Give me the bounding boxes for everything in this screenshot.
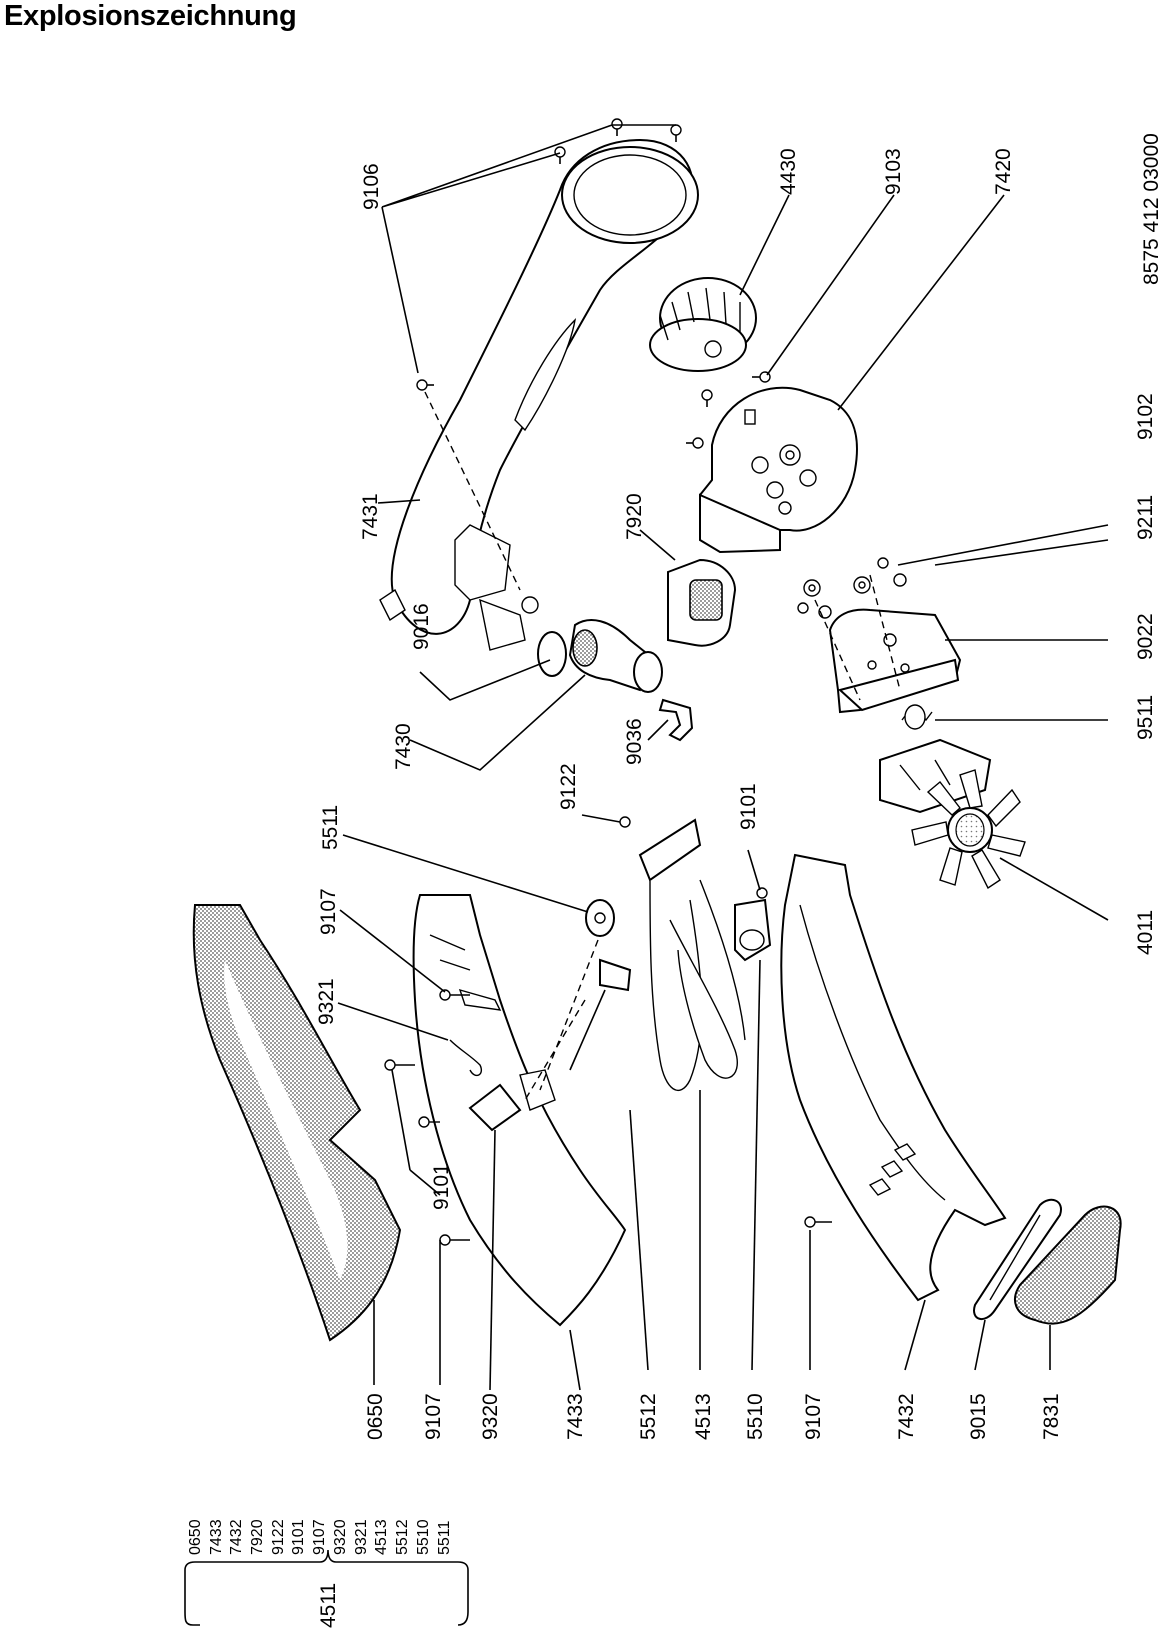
part-4513-heater (638, 818, 746, 1092)
nuts-9102-9211 (797, 557, 907, 619)
callout-7420: 7420 (992, 148, 1015, 195)
bottom-label: 9015 (967, 1393, 990, 1440)
screws-9103 (686, 371, 771, 449)
assembly-member: 5510 (415, 1519, 432, 1555)
part-0650-cover (192, 904, 402, 1342)
part-9036-clip (658, 698, 694, 742)
screw-9101-top (756, 887, 768, 899)
part-7831-filter (1014, 1205, 1122, 1325)
callout-9211: 9211 (1134, 495, 1157, 540)
callout-9511: 9511 (1134, 695, 1157, 740)
callout-4430: 4430 (777, 148, 800, 195)
bottom-label: 7831 (1040, 1393, 1063, 1440)
drawing-title: Explosionszeichnung (4, 0, 297, 32)
part-9320-plate (468, 1083, 522, 1132)
part-9016-o-ring (537, 631, 567, 677)
callout-5511: 5511 (319, 805, 342, 850)
bottom-label: 9107 (422, 1393, 445, 1440)
assembly-member: 7433 (208, 1519, 225, 1555)
assembly-member: 9122 (270, 1519, 287, 1555)
part-5512-thermostat (569, 958, 632, 1071)
callout-9103: 9103 (882, 148, 905, 195)
part-9022-bracket (828, 608, 962, 714)
callout-9022: 9022 (1134, 613, 1157, 660)
part-7432-right-housing (780, 853, 1007, 1302)
callout-7920: 7920 (623, 493, 646, 540)
part-4430-fan-wheel (649, 277, 757, 372)
assembly-member: 9107 (311, 1519, 328, 1555)
screw-9122 (619, 816, 631, 828)
callout-4011: 4011 (1134, 910, 1157, 955)
callout-9101-top: 9101 (737, 783, 760, 830)
screws-9106 (416, 118, 682, 391)
part-5510-switch (734, 898, 772, 962)
part-5511-cap (585, 899, 615, 937)
part-9511-spring (901, 704, 933, 730)
assembly-member: 7920 (249, 1519, 266, 1555)
part-9321-clip (449, 1039, 482, 1077)
bottom-label: 9320 (479, 1393, 502, 1440)
callout-9122: 9122 (557, 763, 580, 810)
bottom-label: 7433 (564, 1393, 587, 1440)
screws-9107-9101-left (384, 989, 470, 1246)
part-7430-nozzle (568, 619, 663, 693)
callout-9107-top: 9107 (317, 888, 340, 935)
bottom-label: 5512 (637, 1393, 660, 1440)
bottom-label: 9107 (802, 1393, 825, 1440)
assembly-member: 0650 (187, 1519, 204, 1555)
bottom-label: 4513 (692, 1393, 715, 1440)
callout-9102: 9102 (1134, 393, 1157, 440)
assembly-member: 9101 (290, 1519, 307, 1555)
document-number: 8575 412 03000 (1140, 133, 1163, 285)
callout-7430: 7430 (392, 723, 415, 770)
assembly-member: 9320 (332, 1519, 349, 1555)
assembly-member: 5512 (394, 1519, 411, 1555)
assembly-member: 5511 (436, 1520, 453, 1555)
bottom-label: 0650 (364, 1393, 387, 1440)
callout-9036: 9036 (623, 718, 646, 765)
assembly-member: 9321 (353, 1519, 370, 1555)
bottom-label: 7432 (895, 1393, 918, 1440)
part-7431-hood (379, 138, 699, 651)
callout-9016: 9016 (410, 603, 433, 650)
part-7920-seal (667, 558, 737, 647)
assembly-member: 7432 (228, 1519, 245, 1555)
assembly-member: 4513 (373, 1519, 390, 1555)
bottom-label-row: 0650 9107 9320 7433 5512 4513 5510 9107 … (364, 1393, 1063, 1440)
part-7420-motor-housing (699, 386, 859, 554)
leader-lines (184, 124, 1109, 1626)
assembly-group: 4511 0650 7433 7432 7920 9122 9101 9107 … (187, 1519, 453, 1628)
part-9015-gasket (973, 1198, 1062, 1320)
bottom-label: 5510 (744, 1393, 767, 1440)
callout-9106: 9106 (360, 163, 383, 210)
callout-9321: 9321 (315, 978, 338, 1025)
assembly-group-id: 4511 (317, 1583, 340, 1628)
part-4011-motor (879, 738, 1026, 890)
screw-9107-right (804, 1216, 832, 1228)
callout-9101-left: 9101 (430, 1163, 453, 1210)
callout-7431: 7431 (359, 493, 382, 540)
